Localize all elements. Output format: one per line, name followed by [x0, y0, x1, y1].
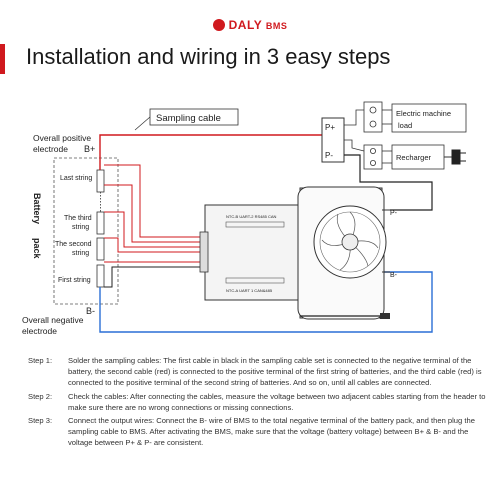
step-3: Step 3: Connect the output wires: Connec… — [28, 415, 488, 449]
step-2: Step 2: Check the cables: After connecti… — [28, 391, 488, 413]
title-accent-bar — [0, 44, 5, 74]
top-port-row — [225, 221, 285, 228]
step-1-label: Step 1: — [28, 356, 53, 365]
b-minus-label: B- — [86, 306, 95, 316]
recharger-terminal — [363, 144, 383, 170]
sampling-connector — [199, 231, 209, 273]
bms-board — [199, 186, 387, 320]
overall-negative-label-2: electrode — [22, 326, 57, 336]
step-1: Step 1: Solder the sampling cables: The … — [28, 355, 488, 389]
battery-pack-outline — [53, 157, 119, 305]
load-terminal — [363, 101, 383, 133]
daly-logo-icon — [212, 19, 225, 31]
instruction-steps: Step 1: Solder the sampling cables: The … — [28, 355, 488, 451]
bms-bottom-ports-label: NTC-A UART 1 CAN&485 — [226, 288, 273, 293]
p-minus-label: P- — [325, 151, 333, 160]
second-string-label-2: string — [72, 250, 89, 257]
recharger-box — [391, 144, 445, 170]
step-1-text: Solder the sampling cables: The first ca… — [68, 356, 482, 388]
step-3-text: Connect the output wires: Connect the B-… — [68, 416, 475, 448]
electric-machine-label-1: Electric machine — [396, 109, 451, 118]
b-minus-wire — [99, 271, 433, 333]
third-string-label-2: string — [72, 224, 89, 231]
overall-negative-label-1: Overall negative — [22, 315, 84, 325]
bms-p-minus-label: P- — [390, 210, 398, 217]
bottom-port-row — [225, 277, 285, 284]
b-plus-label: B+ — [84, 144, 95, 154]
battery-cells — [96, 169, 105, 288]
sampling-cable-label: Sampling cable — [156, 113, 221, 124]
step-3-label: Step 3: — [28, 416, 53, 426]
page-title: Installation and wiring in 3 easy steps — [26, 44, 391, 69]
battery-pack-label-2: pack — [32, 238, 42, 260]
battery-pack-label-1: Battery — [32, 193, 42, 224]
brand-logo: DALY BMS — [0, 18, 500, 32]
battery-cell-third — [96, 211, 105, 235]
power-plug-icon — [451, 149, 466, 165]
first-string-label: First string — [58, 277, 91, 284]
b-plus-wire — [99, 134, 322, 170]
sampling-cable-label-box — [149, 108, 239, 126]
third-string-label-1: The third — [64, 215, 92, 222]
step-2-label: Step 2: — [28, 391, 53, 401]
last-string-label: Last string — [60, 175, 92, 182]
battery-cell-last — [96, 169, 105, 193]
battery-cell-first — [96, 264, 105, 288]
brand-suffix: BMS — [265, 21, 288, 31]
sampling-cable-pointer — [134, 116, 151, 131]
p-plus-label: P+ — [325, 123, 335, 132]
bms-top-ports-label: NTC-B UART-2 RS485 CAN — [226, 214, 276, 219]
recharger-label: Recharger — [396, 153, 432, 162]
overall-positive-label-2: electrode — [33, 144, 68, 154]
electric-machine-label-2: load — [398, 121, 412, 130]
p-minus-wire — [344, 154, 433, 211]
sampling-wires — [104, 164, 205, 288]
second-string-label-1: The second — [55, 241, 92, 248]
brand-name: DALY — [228, 18, 262, 32]
step-2-text: Check the cables: After connecting the c… — [68, 391, 486, 412]
overall-positive-label-1: Overall positive — [33, 133, 91, 143]
electric-machine-box — [391, 103, 467, 133]
bms-b-minus-label: B- — [390, 272, 398, 279]
battery-cell-second — [96, 237, 105, 261]
